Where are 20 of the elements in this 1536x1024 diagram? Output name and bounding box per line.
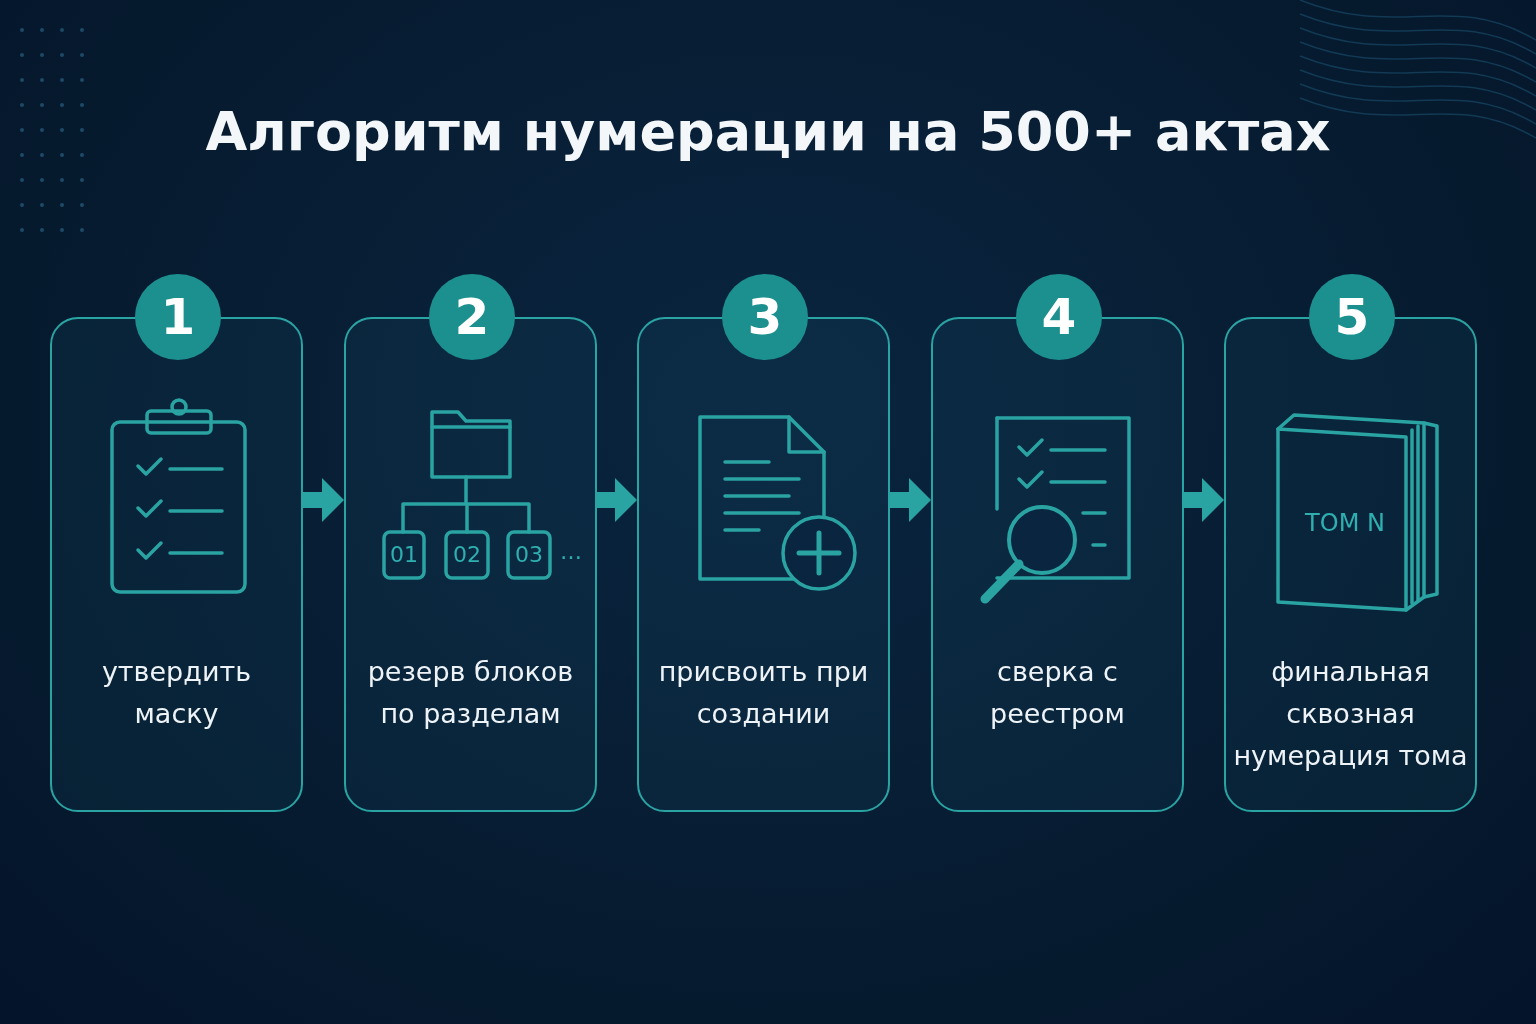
book-title: ТОМ N [1305,511,1385,535]
step-label: сверка с реестром [989,655,1126,731]
step-number: 2 [429,274,515,360]
step-number: 5 [1309,274,1395,360]
step-label: утвердить маску [100,655,253,731]
arrow [1184,478,1224,522]
arrow [890,478,931,522]
block-number: 02 [453,544,481,566]
block-number: 01 [390,544,418,566]
step-label: присвоить при создании [657,655,870,731]
title: Алгоритм нумерации на 500+ актах [204,100,1332,163]
block-number: … [560,541,582,563]
arrow [597,478,637,522]
step-number: 1 [135,274,221,360]
step-number: 4 [1016,274,1102,360]
step-label: резерв блоков по разделам [366,655,575,731]
arrow [303,478,344,522]
step-number: 3 [722,274,808,360]
block-number: 03 [515,544,543,566]
step-label: финальная сквозная нумерация тома [1232,655,1469,773]
